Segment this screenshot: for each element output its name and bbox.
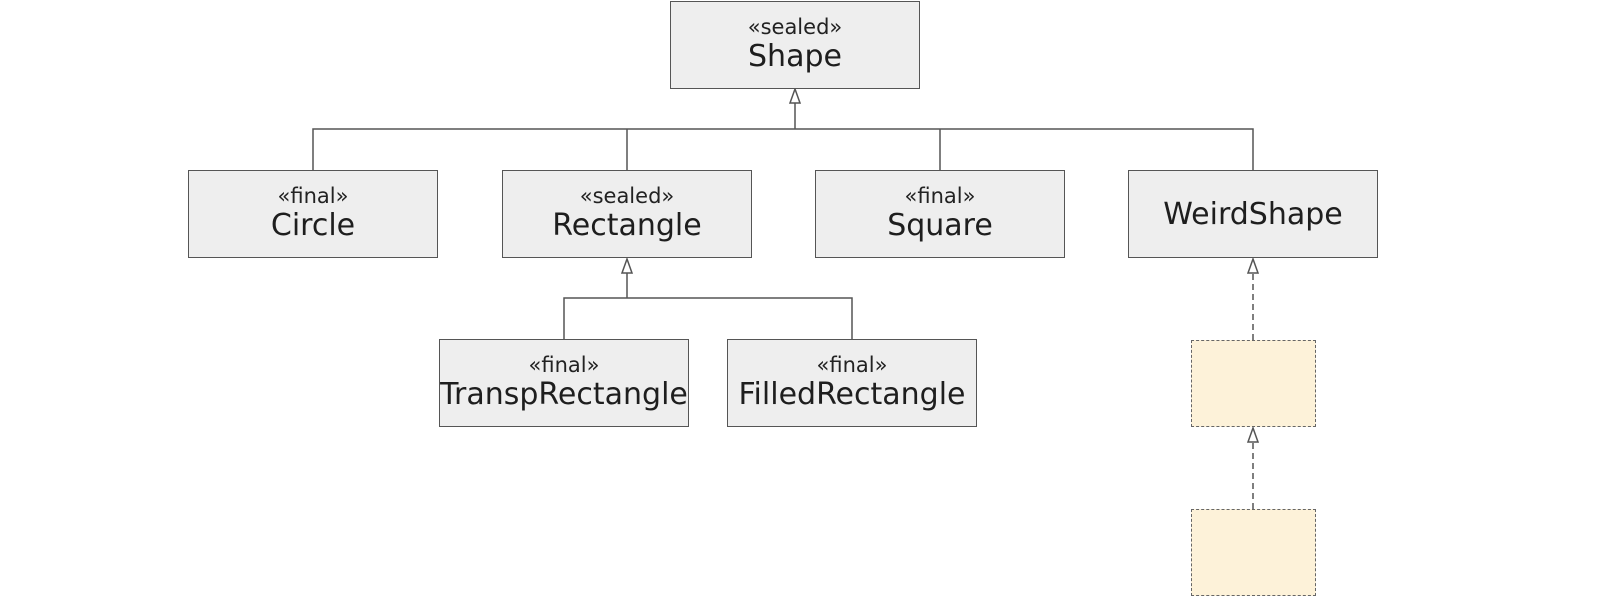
square-stereotype: «final» (904, 184, 976, 208)
rectangle-stereotype: «sealed» (579, 184, 675, 208)
transp-rectangle-class-name: TranspRectangle (440, 377, 688, 412)
shape-inheritance-arrowhead (788, 86, 802, 104)
circle-stereotype: «final» (277, 184, 349, 208)
transp-rectangle-class-box[interactable]: «final» TranspRectangle (439, 339, 689, 427)
shape-class-name: Shape (748, 39, 842, 74)
rectangle-generalization-line (563, 273, 853, 340)
shape-generalization-line (312, 103, 1254, 171)
shape-stereotype: «sealed» (747, 15, 843, 39)
shape-class-box[interactable]: «sealed» Shape (670, 1, 920, 89)
square-class-name: Square (887, 208, 993, 243)
rectangle-class-box[interactable]: «sealed» Rectangle (502, 170, 752, 258)
rectangle-inheritance-arrowhead (620, 256, 634, 274)
unknown-subclass-placeholder-2 (1191, 509, 1316, 596)
rectangle-class-name: Rectangle (552, 208, 702, 243)
unknown-subclass-placeholder-1 (1191, 340, 1316, 427)
filled-rectangle-stereotype: «final» (816, 353, 888, 377)
circle-class-name: Circle (270, 208, 356, 243)
transp-rectangle-stereotype: «final» (528, 353, 600, 377)
filled-rectangle-class-name: FilledRectangle (738, 377, 966, 412)
weirdshape-inheritance-arrowhead (1246, 256, 1260, 274)
placeholder-inheritance-arrowhead (1246, 425, 1260, 443)
filled-rectangle-class-box[interactable]: «final» FilledRectangle (727, 339, 977, 427)
square-class-box[interactable]: «final» Square (815, 170, 1065, 258)
weirdshape-class-box[interactable]: WeirdShape (1128, 170, 1378, 258)
weirdshape-class-name: WeirdShape (1163, 197, 1343, 232)
circle-class-box[interactable]: «final» Circle (188, 170, 438, 258)
